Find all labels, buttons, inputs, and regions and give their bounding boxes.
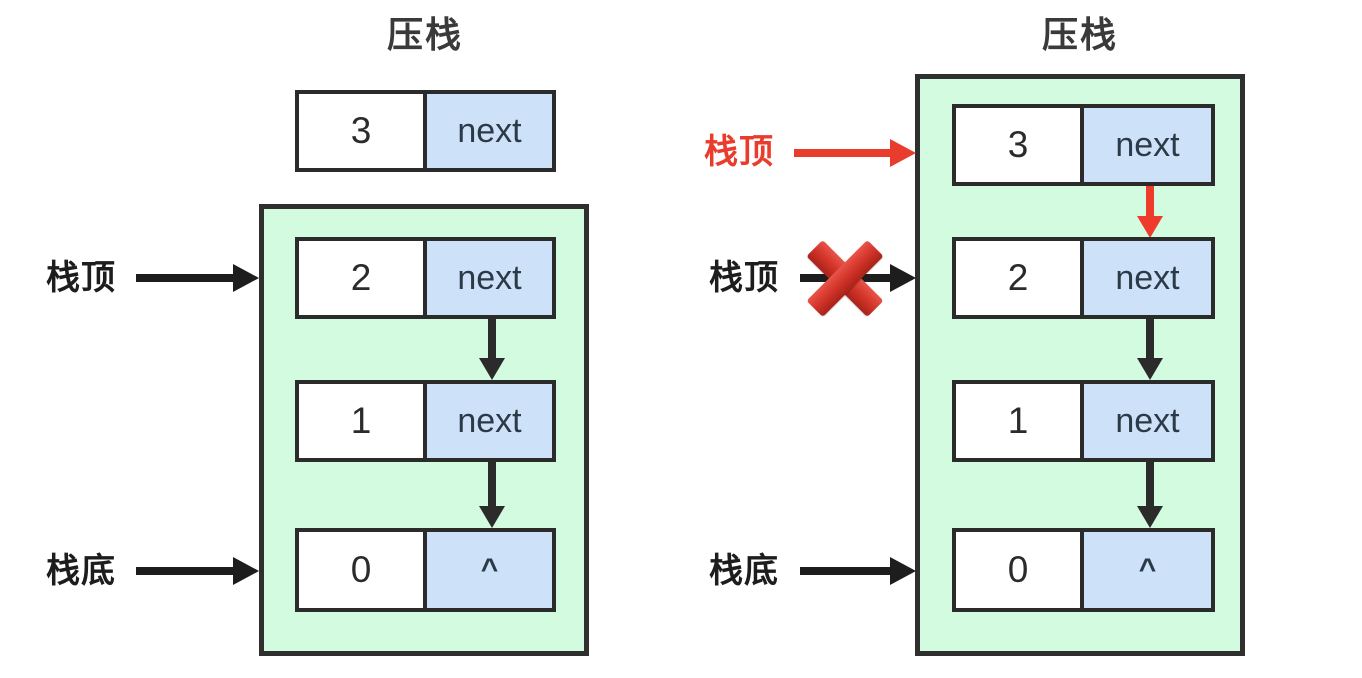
node-value: 3 [299,94,427,168]
page-title-right: 压栈 [1041,14,1118,55]
label-stack-top-left: 栈顶 [46,259,116,297]
node-value: 1 [956,384,1084,458]
label-stack-top-new: 栈顶 [704,133,774,171]
page-title-left: 压栈 [386,14,463,55]
floating-node-3: 3 next [295,90,556,172]
red-x-icon [806,239,884,317]
stack-node-2: 2 next [295,237,556,319]
stack-node-3-right: 3 next [952,104,1215,186]
stack-node-1-right: 1 next [952,380,1215,462]
node-pointer: next [427,384,552,458]
stack-node-2-right: 2 next [952,237,1215,319]
node-pointer-null: ^ [427,532,552,608]
node-value: 2 [956,241,1084,315]
node-pointer: next [1084,241,1211,315]
node-value: 1 [299,384,427,458]
label-stack-top-old: 栈顶 [709,259,779,297]
node-pointer: next [427,241,552,315]
node-value: 2 [299,241,427,315]
node-pointer: next [1084,108,1211,182]
node-pointer: next [427,94,552,168]
label-stack-bottom-right: 栈底 [709,552,779,590]
stack-node-1: 1 next [295,380,556,462]
node-pointer-null: ^ [1084,532,1211,608]
node-value: 0 [956,532,1084,608]
stack-node-0-right: 0 ^ [952,528,1215,612]
stack-node-0: 0 ^ [295,528,556,612]
node-value: 0 [299,532,427,608]
node-pointer: next [1084,384,1211,458]
node-value: 3 [956,108,1084,182]
label-stack-bottom-left: 栈底 [46,552,116,590]
